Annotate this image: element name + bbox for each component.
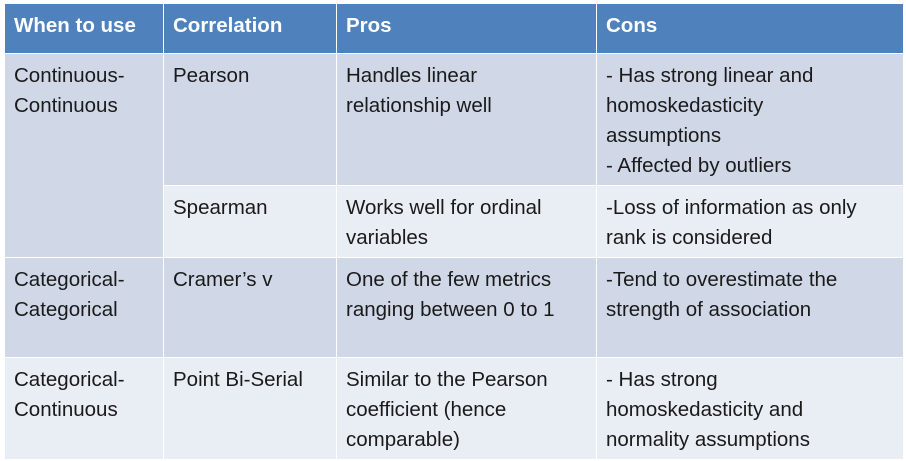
cell-line: normality assumptions (606, 428, 810, 451)
header-pros: Pros (336, 3, 597, 54)
cell-line: coefficient (hence (346, 398, 507, 421)
cell-line: comparable) (346, 428, 460, 451)
cell-line: - Has strong (606, 368, 718, 391)
cell-line: Cramer’s v (173, 268, 273, 291)
header-correlation: Correlation (163, 3, 337, 54)
cell-correlation-cramers-v: Cramer’s v (163, 257, 337, 358)
cell-pros-point-bi-serial: Similar to the Pearson coefficient (henc… (336, 357, 597, 460)
cell-pros-spearman: Works well for ordinal variables (336, 185, 597, 258)
cell-line: Pearson (173, 64, 250, 87)
cell-correlation-pearson: Pearson (163, 53, 337, 186)
cell-cons-pearson: - Has strong linear and homoskedasticity… (596, 53, 904, 186)
correlation-table-container: When to use Correlation Pros Cons Contin… (4, 3, 904, 460)
correlation-comparison-table: When to use Correlation Pros Cons Contin… (4, 3, 904, 460)
cell-line: Spearman (173, 196, 268, 219)
cell-line: homoskedasticity (606, 94, 764, 117)
cell-cons-point-bi-serial: - Has strong homoskedasticity and normal… (596, 357, 904, 460)
cell-pros-pearson: Handles linear relationship well (336, 53, 597, 186)
table-row-spearman: Spearman Works well for ordinal variable… (5, 185, 904, 258)
cell-line: assumptions (606, 124, 722, 147)
table-row-point-bi-serial: Categorical- Continuous Point Bi-Serial … (4, 357, 904, 460)
cell-line: Continuous (14, 398, 118, 421)
cell-line: Continuous- (14, 64, 125, 87)
cell-line: strength of association (606, 298, 812, 321)
cell-line: homoskedasticity and (606, 398, 804, 421)
cell-line: - Affected by outliers (606, 154, 792, 177)
cell-line: variables (346, 226, 429, 249)
table-row-cramers-v: Categorical- Categorical Cramer’s v One … (4, 257, 904, 358)
cell-line: Continuous (14, 94, 118, 117)
cell-cons-cramers-v: -Tend to overestimate the strength of as… (596, 257, 904, 358)
cell-line: - Has strong linear and (606, 64, 814, 87)
cell-line: Categorical- (14, 368, 125, 391)
header-cons: Cons (596, 3, 904, 54)
cell-line: One of the few metrics (346, 268, 552, 291)
cell-correlation-spearman: Spearman (163, 185, 337, 258)
table-row-pearson: Continuous- Continuous Pearson Handles l… (4, 53, 904, 258)
cell-pros-cramers-v: One of the few metrics ranging between 0… (336, 257, 597, 358)
cell-when-continuous-continuous: Continuous- Continuous (4, 53, 164, 258)
cell-correlation-point-bi-serial: Point Bi-Serial (163, 357, 337, 460)
cell-line: -Tend to overestimate the (606, 268, 838, 291)
cell-when-categorical-categorical: Categorical- Categorical (4, 257, 164, 358)
cell-when-categorical-continuous: Categorical- Continuous (4, 357, 164, 460)
cell-cons-spearman: -Loss of information as only rank is con… (596, 185, 904, 258)
cell-line: Handles linear (346, 64, 478, 87)
cell-line: Works well for ordinal (346, 196, 542, 219)
cell-line: Point Bi-Serial (173, 368, 303, 391)
cell-line: -Loss of information as only (606, 196, 857, 219)
cell-line: rank is considered (606, 226, 773, 249)
table-header-row: When to use Correlation Pros Cons (4, 3, 904, 54)
cell-line: ranging between 0 to 1 (346, 298, 555, 321)
cell-line: Categorical- (14, 268, 125, 291)
header-when-to-use: When to use (4, 3, 164, 54)
cell-line: relationship well (346, 94, 492, 117)
cell-line: Similar to the Pearson (346, 368, 548, 391)
cell-line: Categorical (14, 298, 118, 321)
